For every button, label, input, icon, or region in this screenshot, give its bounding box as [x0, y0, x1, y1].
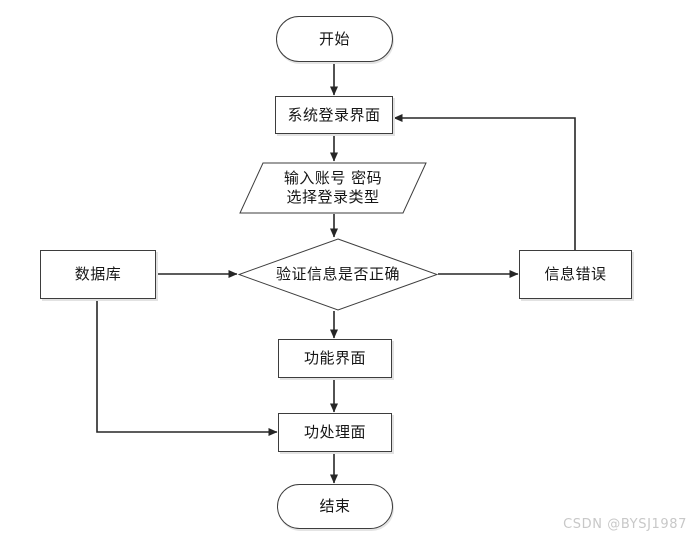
node-end: 结束 — [277, 484, 393, 529]
node-database: 数据库 — [40, 250, 156, 299]
node-label-verify: 验证信息是否正确 — [275, 265, 400, 284]
node-label-login: 系统登录界面 — [287, 105, 381, 124]
node-input: 输入账号 密码 选择登录类型 — [239, 162, 427, 214]
node-label-process: 功处理面 — [303, 423, 366, 442]
diamond-shape — [238, 238, 438, 311]
edge-database-to-process — [96, 299, 278, 436]
watermark: CSDN @BYSJ1987 — [563, 517, 687, 532]
edge-error-to-login — [393, 114, 576, 250]
node-label-error: 信息错误 — [544, 265, 607, 284]
node-error: 信息错误 — [519, 250, 632, 299]
node-label-database: 数据库 — [74, 265, 122, 284]
node-process: 功处理面 — [278, 413, 392, 452]
node-label-function: 功能界面 — [303, 349, 366, 368]
parallelogram-shape — [239, 162, 427, 214]
node-start: 开始 — [276, 16, 393, 62]
node-label-start: 开始 — [318, 29, 350, 48]
node-function: 功能界面 — [278, 339, 392, 378]
node-label-input: 输入账号 密码 选择登录类型 — [283, 169, 383, 206]
node-label-end: 结束 — [319, 497, 351, 516]
node-login: 系统登录界面 — [275, 96, 393, 134]
node-verify: 验证信息是否正确 — [238, 238, 438, 311]
